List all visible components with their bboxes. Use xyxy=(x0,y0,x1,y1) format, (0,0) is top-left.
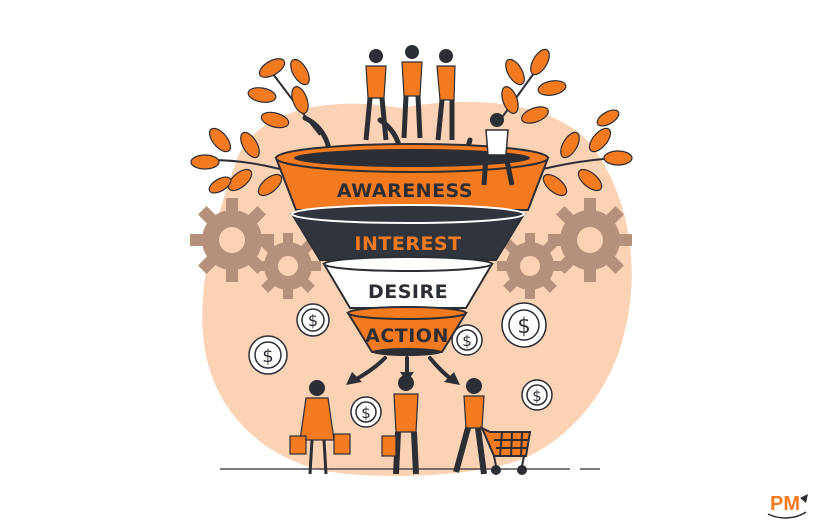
dollar-coin-icon: $ xyxy=(350,396,382,428)
gear-icon xyxy=(548,198,632,282)
funnel-stage-action: ACTION xyxy=(346,306,468,356)
person-icon xyxy=(393,375,419,475)
funnel-stage-desire: DESIRE xyxy=(322,256,494,309)
person-icon xyxy=(435,49,456,141)
dollar-coin-icon: $ xyxy=(296,303,330,337)
svg-text:$: $ xyxy=(517,314,530,338)
brand-logo: PM xyxy=(767,493,808,519)
logo-text: PM xyxy=(770,493,800,515)
dollar-coin-icon: $ xyxy=(248,335,288,375)
shopping-bag-icon xyxy=(381,435,397,457)
stage-label-interest: INTEREST xyxy=(354,233,461,255)
funnel-stage-interest: INTEREST xyxy=(290,204,526,261)
person-icon xyxy=(299,380,335,475)
stage-label-action: ACTION xyxy=(365,325,449,347)
svg-text:$: $ xyxy=(361,404,371,422)
person-icon xyxy=(453,378,487,475)
leaf-branch-icon xyxy=(190,58,321,197)
stage-label-awareness: AWARENESS xyxy=(337,180,473,202)
gear-icon xyxy=(497,233,563,299)
shopping-cart-icon xyxy=(480,425,532,475)
gear-icon xyxy=(255,233,321,299)
funnel-stage-awareness: AWARENESS xyxy=(274,143,550,211)
dollar-coin-icon: $ xyxy=(451,324,483,356)
stage-label-desire: DESIRE xyxy=(368,281,448,303)
svg-text:$: $ xyxy=(308,311,318,330)
person-icon xyxy=(401,45,423,139)
gear-icon xyxy=(190,198,274,282)
dollar-coin-icon: $ xyxy=(501,302,547,348)
svg-text:$: $ xyxy=(532,387,542,405)
person-icon xyxy=(481,113,515,186)
svg-text:$: $ xyxy=(462,332,472,350)
person-icon xyxy=(363,49,389,141)
dollar-coin-icon: $ xyxy=(521,379,553,411)
svg-text:$: $ xyxy=(262,346,273,367)
shopping-bag-icon xyxy=(289,433,351,455)
